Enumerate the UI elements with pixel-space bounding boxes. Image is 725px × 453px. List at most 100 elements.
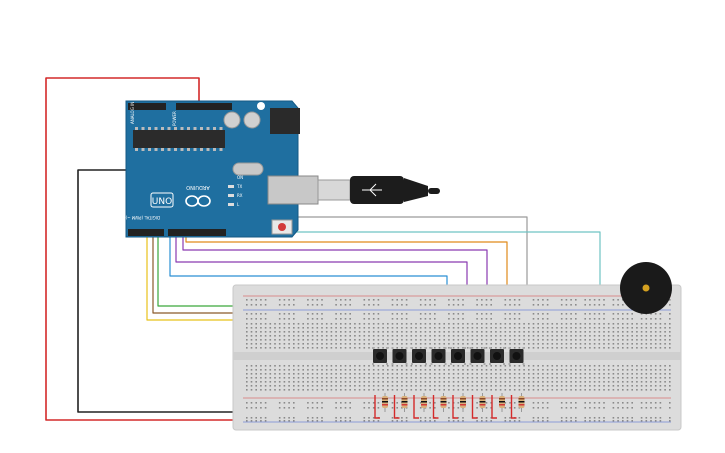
breadboard-hole [617, 331, 619, 333]
breadboard-hole [419, 343, 422, 345]
piezo-buzzer-icon[interactable] [620, 262, 672, 314]
breadboard-hole [640, 327, 643, 329]
breadboard-hole [396, 304, 398, 306]
breadboard-hole [288, 299, 290, 301]
breadboard-hole [354, 343, 356, 345]
breadboard-hole [293, 304, 295, 306]
led-tx [228, 185, 234, 188]
breadboard-hole [269, 327, 272, 329]
breadboard-hole [278, 381, 281, 383]
breadboard-hole [255, 381, 257, 383]
breadboard-hole [335, 365, 337, 367]
breadboard-hole [316, 347, 319, 349]
breadboard-hole [471, 369, 474, 371]
breadboard-hole [612, 343, 615, 345]
breadboard-hole [377, 377, 380, 379]
wire-red-5v[interactable] [45, 77, 265, 421]
chip-pin [206, 148, 210, 151]
usb-b-port[interactable] [267, 175, 319, 205]
breadboard-hole [307, 417, 309, 419]
breadboard-hole [325, 331, 328, 333]
breadboard-hole [622, 385, 624, 387]
breadboard-hole [391, 331, 394, 333]
breadboard-hole [302, 369, 304, 371]
breadboard-hole [513, 373, 516, 375]
breadboard-hole [401, 373, 403, 375]
breadboard-hole [612, 331, 615, 333]
breadboard-hole [654, 365, 657, 367]
breadboard-hole [645, 377, 648, 379]
breadboard-hole [528, 323, 530, 325]
capacitor-2 [243, 111, 261, 129]
brand-label: ARDUINO [186, 184, 210, 190]
breadboard-hole [485, 389, 488, 391]
breadboard-hole [311, 331, 314, 333]
breadboard-hole [358, 331, 361, 333]
breadboard-hole [481, 327, 483, 329]
breadboard-hole [311, 389, 314, 391]
breadboard-hole [434, 304, 436, 306]
breadboard-hole [645, 318, 648, 320]
breadboard-hole [669, 335, 671, 337]
breadboard-hole [321, 343, 323, 345]
breadboard-hole [368, 318, 370, 320]
breadboard-hole [283, 343, 286, 345]
usb-cable-icon[interactable] [317, 176, 440, 204]
breadboard-hole [560, 343, 563, 345]
breadboard-hole [636, 365, 638, 367]
chip-pins [135, 127, 223, 151]
push-button-5[interactable] [450, 347, 466, 365]
breadboard-hole [593, 420, 596, 422]
breadboard-hole [509, 335, 511, 337]
breadboard-hole [325, 373, 328, 375]
push-button-7[interactable] [489, 347, 505, 365]
breadboard-hole [283, 381, 286, 383]
arduino-uno-board[interactable]: UNO ARDUINO DIGITAL (PWM ~) ANALOG IN PO… [125, 100, 319, 238]
breadboard-hole [429, 347, 431, 349]
wire-black-gnd[interactable] [77, 169, 265, 413]
breadboard-hole [560, 323, 563, 325]
breadboard-hole [269, 331, 272, 333]
breadboard-hole [335, 420, 337, 422]
breadboard-hole [513, 347, 516, 349]
breadboard-hole [372, 323, 375, 325]
breadboard-hole [490, 377, 492, 379]
breadboard-hole [316, 299, 319, 301]
breadboard-hole [396, 339, 398, 341]
breadboard-hole [391, 327, 394, 329]
push-button-6[interactable] [469, 347, 486, 365]
push-button-3[interactable] [411, 347, 427, 365]
wire-purple-1[interactable] [182, 232, 488, 318]
push-button-4[interactable] [430, 347, 447, 365]
breadboard-hole [546, 420, 549, 422]
breadboard-hole [607, 365, 610, 367]
push-buttons[interactable] [372, 347, 525, 365]
breadboard-hole [551, 335, 554, 337]
breadboard-hole [518, 417, 521, 419]
breadboard-hole [654, 389, 657, 391]
breadboard-hole [659, 377, 662, 379]
breadboard-hole [481, 318, 483, 320]
breadboard-hole [401, 417, 403, 419]
breadboard-hole [321, 313, 323, 315]
chip-pin [180, 127, 184, 130]
chip-pin [219, 148, 223, 151]
breadboard-hole [363, 299, 366, 301]
push-button-1[interactable] [372, 347, 388, 365]
push-button-8[interactable] [508, 347, 525, 365]
breadboard-hole [654, 347, 657, 349]
breadboard-hole [476, 304, 478, 306]
breadboard-hole [546, 407, 549, 409]
breadboard-hole [429, 327, 431, 329]
breadboard-hole [490, 299, 492, 301]
breadboard-hole [575, 331, 577, 333]
breadboard-hole [584, 385, 586, 387]
breadboard-hole [405, 373, 408, 375]
breadboard-hole [471, 327, 474, 329]
breadboard-hole [260, 385, 262, 387]
breadboard-hole [476, 389, 478, 391]
breadboard-hole [368, 373, 370, 375]
breadboard-hole [560, 369, 563, 371]
push-button-2[interactable] [391, 347, 408, 365]
